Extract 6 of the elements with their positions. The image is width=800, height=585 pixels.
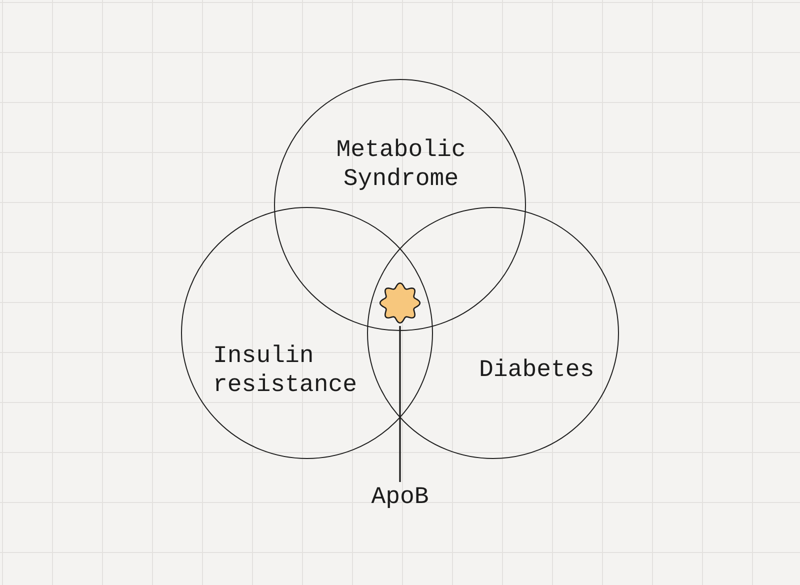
circle-label: Insulin resistance [213, 342, 358, 400]
leader-line [399, 326, 401, 482]
callout-label: ApoB [371, 484, 429, 511]
star-icon [378, 281, 422, 325]
circle-label: Diabetes [479, 356, 596, 385]
circle-label: Metabolic Syndrome [335, 136, 467, 194]
